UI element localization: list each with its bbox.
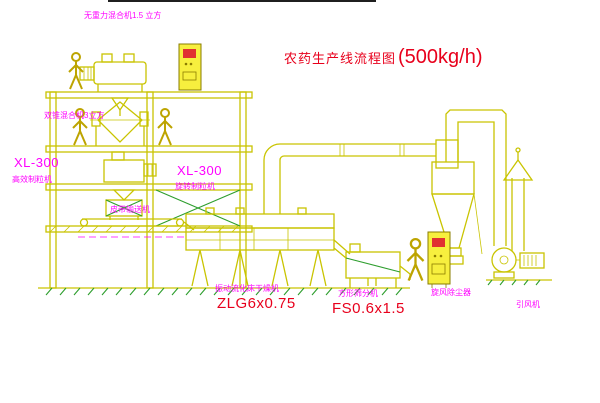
control-cabinet-upper xyxy=(178,43,202,91)
label-granulator-left-model: XL-300 xyxy=(14,155,59,170)
cross-brace xyxy=(155,189,241,227)
exhaust-duct xyxy=(263,143,436,214)
operator-figure xyxy=(157,108,173,146)
title-capacity: (500kg/h) xyxy=(398,46,483,68)
cabinet-screen xyxy=(432,238,445,247)
square-sifter xyxy=(345,243,411,288)
belt-conveyor xyxy=(78,218,185,238)
exhaust-stack xyxy=(502,147,534,251)
operator-figure xyxy=(68,52,84,90)
label-induced-draft-fan: 引风机 xyxy=(516,300,540,309)
fluid-bed-dryer xyxy=(183,207,351,287)
double-cone-mixer xyxy=(90,101,150,146)
label-square-sifter: 方形筛分机 xyxy=(338,289,378,298)
control-cabinet-lower xyxy=(427,231,451,288)
label-fluid-bed-dryer-model: ZLG6x0.75 xyxy=(217,295,296,312)
label-cyclone: 旋风除尘器 xyxy=(431,288,471,297)
granulator xyxy=(103,151,157,201)
cyclone-dust-collector xyxy=(431,109,507,265)
label-granulator-left-name: 高效制粒机 xyxy=(12,175,52,184)
gravity-free-mixer xyxy=(79,53,147,116)
induced-draft-fan xyxy=(486,147,552,286)
platform-structure xyxy=(45,91,253,289)
title-text: 农药生产线流程图 xyxy=(284,51,397,66)
label-granulator-right-name: 旋转制粒机 xyxy=(175,182,215,191)
label-granulator-right-model: XL-300 xyxy=(177,163,222,178)
label-double-cone-mixer: 双锥混合机3立方 xyxy=(44,111,105,120)
ground-line xyxy=(38,287,410,296)
label-gravity-free-mixer: 无重力混合机1.5 立方 xyxy=(84,11,162,20)
drawing-title: 农药生产线流程图 (500kg/h) xyxy=(284,46,483,69)
oscillating-screen xyxy=(105,199,143,220)
label-square-sifter-model: FS0.6x1.5 xyxy=(332,300,405,317)
label-fluid-bed-dryer: 振动流化床干燥机 xyxy=(215,284,279,293)
label-belt-conveyor: 皮带输送机 xyxy=(110,205,150,214)
top-border-line xyxy=(108,0,376,2)
cabinet-screen xyxy=(183,49,196,58)
